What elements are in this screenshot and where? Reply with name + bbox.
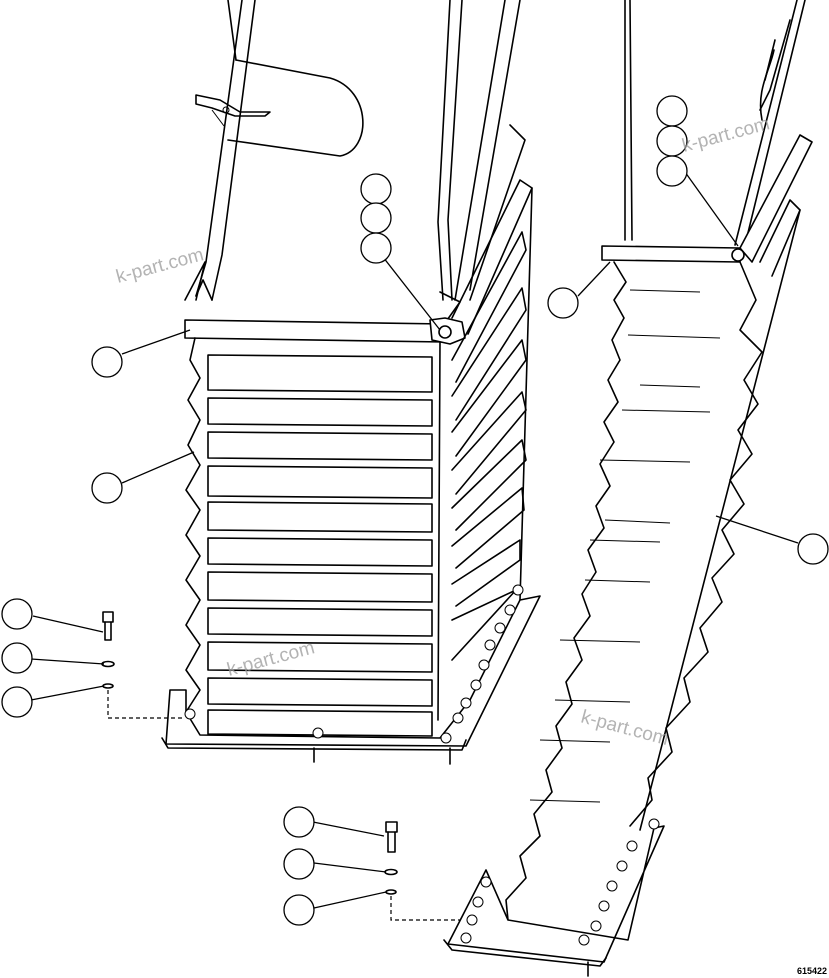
left-top-flange xyxy=(184,317,466,345)
callout-bubble xyxy=(283,848,315,880)
callout-bubble xyxy=(360,173,392,205)
callout-bubble xyxy=(283,806,315,838)
callout-bubble xyxy=(656,95,688,127)
right-bellows xyxy=(505,199,801,921)
right-bellows-ribs xyxy=(529,289,721,803)
figure-reference-number: 615422 xyxy=(797,966,827,976)
right-duct-assembly xyxy=(384,0,813,977)
bellows-pleats xyxy=(207,354,433,737)
callout-bubble xyxy=(656,155,688,187)
right-hardware-stack xyxy=(384,821,460,921)
right-base-bolts xyxy=(460,818,660,946)
callout-bubbles xyxy=(1,95,829,926)
left-bellows xyxy=(185,179,533,737)
callout-bubble xyxy=(360,232,392,264)
left-upper-duct xyxy=(184,0,526,331)
right-top-flange xyxy=(601,134,813,263)
callout-leaders xyxy=(30,171,799,909)
watermark-text: k-part.com xyxy=(225,637,317,681)
callout-bubble xyxy=(1,598,33,630)
callout-bubble xyxy=(360,202,392,234)
left-base-bolts xyxy=(184,584,524,744)
watermark-text: k-part.com xyxy=(114,244,206,288)
callout-bubble xyxy=(797,533,829,565)
right-base-plate xyxy=(443,818,665,977)
left-mounting-tab xyxy=(195,59,364,157)
callout-bubble xyxy=(1,642,33,674)
callout-bubble xyxy=(283,894,315,926)
callout-bubble xyxy=(547,287,579,319)
right-upper-duct xyxy=(624,0,806,246)
left-hardware-stack xyxy=(101,611,182,719)
callout-bubble xyxy=(91,346,123,378)
callout-bubble xyxy=(1,686,33,718)
callout-bubble xyxy=(91,472,123,504)
left-duct-assembly xyxy=(101,0,541,765)
watermark-text: k-part.com xyxy=(579,707,671,751)
left-base-plate xyxy=(161,584,541,765)
